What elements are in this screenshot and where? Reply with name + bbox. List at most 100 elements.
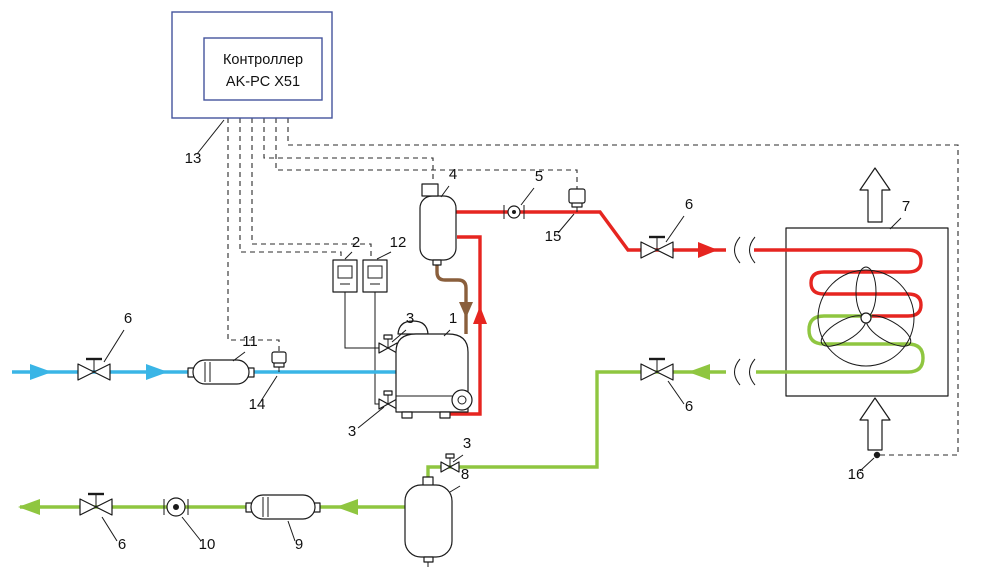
label-ball-valve-liquid: 6 [118, 536, 126, 553]
receiver-body [404, 484, 453, 558]
suction-pressure-transmitter [271, 351, 287, 372]
flow-arrow-right [698, 242, 718, 258]
airflow-arrow-top [859, 167, 891, 223]
compressor-foot [439, 411, 451, 419]
oil-separator-body [419, 195, 457, 261]
flow-arrow-right [30, 364, 52, 380]
ball-valve-suction [77, 357, 111, 381]
wire-to-discharge-transmitter [275, 118, 578, 189]
fan-blade [855, 266, 877, 318]
condenser-coil-hot [754, 248, 923, 318]
label-controller: 13 [185, 150, 202, 167]
wire-to-lp-switch [239, 118, 342, 259]
flow-arrow-up [473, 306, 487, 324]
switch-bellows [337, 265, 353, 279]
label-receiver: 8 [461, 466, 469, 483]
switch-housing [362, 259, 388, 293]
receiver-drain [423, 556, 434, 563]
sight-glass-dot [512, 210, 516, 214]
liquid-receiver [404, 476, 453, 567]
discharge-line [456, 210, 726, 252]
discharge-riser [450, 235, 482, 416]
switch-housing [332, 259, 358, 293]
label-suction-drier: 11 [242, 333, 258, 350]
airflow-arrow-bottom [859, 397, 891, 451]
controller-title-line2: AK-PC X51 [226, 74, 300, 90]
controller-title-line1: Контроллер [223, 52, 303, 68]
label-condenser: 7 [902, 198, 910, 215]
valve-cap [383, 334, 393, 340]
break-mark [734, 236, 741, 264]
drier-shell [250, 494, 316, 520]
wire-to-hp-switch [251, 118, 372, 259]
valve-cap [445, 453, 455, 459]
label-ball-valve-discharge: 6 [685, 196, 693, 213]
sight-glass-dot [173, 504, 179, 510]
wire-to-suction-transmitter [227, 118, 280, 352]
controller-inner-box [203, 37, 323, 101]
ball-valve-liquid-return [640, 357, 674, 381]
high-pressure-switch [362, 259, 388, 293]
break-mark [749, 358, 756, 386]
compressor-body [395, 333, 469, 413]
label-sight-glass-discharge: 5 [535, 168, 543, 185]
controller-unit: Контроллер AK-PC X51 [171, 11, 333, 119]
drier-shell [192, 359, 250, 385]
compressor-end-bell-hub [457, 395, 467, 405]
flow-arrow-left [688, 364, 710, 380]
flow-arrow-left [18, 499, 40, 515]
low-pressure-switch [332, 259, 358, 293]
liquid-sight-glass [163, 497, 189, 517]
callouts: 1 2 12 3 3 3 4 5 6 6 6 6 7 8 9 10 11 [101, 119, 910, 553]
oil-return-line [435, 265, 468, 334]
label-service-valve-receiver: 3 [463, 435, 471, 452]
pipe-break-marks [734, 236, 756, 386]
fan-ring [817, 269, 915, 367]
oil-separator [419, 183, 457, 266]
discharge-sight-glass [503, 205, 525, 219]
compressor-foot [401, 411, 413, 419]
label-ball-valve-suction: 6 [124, 310, 132, 327]
wire-to-oil-separator [263, 118, 434, 183]
break-mark [734, 358, 741, 386]
label-service-valve-suction: 3 [406, 310, 414, 327]
condenser-fan [817, 266, 915, 367]
oil-separator-drain [432, 259, 442, 266]
ball-valve-discharge [640, 235, 674, 259]
ball-valve-liquid-out [79, 492, 113, 516]
condenser-coil-liquid [756, 314, 925, 374]
break-mark [749, 236, 756, 264]
label-hp-switch: 12 [390, 234, 407, 251]
label-discharge-transmitter: 15 [545, 228, 562, 245]
label-compressor: 1 [449, 310, 457, 327]
flow-arrow-down [459, 302, 473, 318]
switch-bellows [367, 265, 383, 279]
liquid-line-to-receiver [426, 370, 726, 478]
flow-arrows [18, 242, 718, 515]
label-fan-control: 16 [848, 466, 865, 483]
valve-cap [383, 390, 393, 396]
label-lp-switch: 2 [352, 234, 360, 251]
liquid-filter-drier [245, 494, 321, 520]
capillary-hp [374, 292, 379, 405]
service-valve-receiver [440, 453, 460, 473]
fan-control-terminal-dot [873, 451, 881, 459]
label-service-valve-discharge: 3 [348, 423, 356, 440]
label-ball-valve-return: 6 [685, 398, 693, 415]
control-wiring [227, 118, 959, 459]
compressor [395, 320, 473, 419]
label-liquid-drier: 9 [295, 536, 303, 553]
discharge-pressure-transmitter [568, 188, 586, 212]
wire-to-fan-control [287, 118, 959, 456]
service-valve-discharge [378, 390, 398, 410]
capillary-lp [344, 292, 379, 349]
service-valve-suction [378, 334, 398, 354]
suction-filter-drier [187, 359, 255, 385]
transmitter-body [568, 188, 586, 204]
label-oil-separator: 4 [449, 166, 457, 183]
flow-arrow-right [146, 364, 168, 380]
flow-arrow-left [336, 499, 358, 515]
